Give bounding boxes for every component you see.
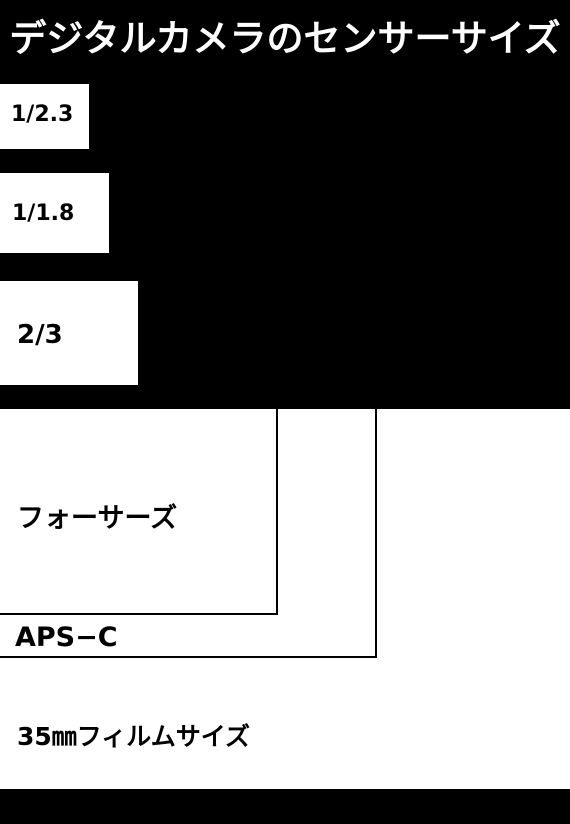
bottom-bar xyxy=(0,789,570,824)
sensor-aps-c-right-edge xyxy=(375,409,377,658)
sensor-2-3 xyxy=(0,281,138,385)
sensor-four-thirds-bottom-edge xyxy=(0,613,278,615)
sensor-four-thirds-right-edge xyxy=(276,409,278,615)
label-aps-c: APS−C xyxy=(15,622,118,653)
label-full-frame: 35㎜フィルムサイズ xyxy=(17,722,251,751)
sensor-1-1-8 xyxy=(0,173,109,253)
label-2-3: 2/3 xyxy=(17,320,63,350)
sensor-full-frame xyxy=(0,409,570,789)
label-1-1-8: 1/1.8 xyxy=(12,201,75,226)
page-title: デジタルカメラのセンサーサイズ xyxy=(9,17,561,60)
sensor-1-2-3 xyxy=(0,84,89,149)
label-four-thirds: フォーサーズ xyxy=(17,503,178,534)
label-1-2-3: 1/2.3 xyxy=(11,102,74,127)
sensor-aps-c-bottom-edge xyxy=(0,656,377,658)
